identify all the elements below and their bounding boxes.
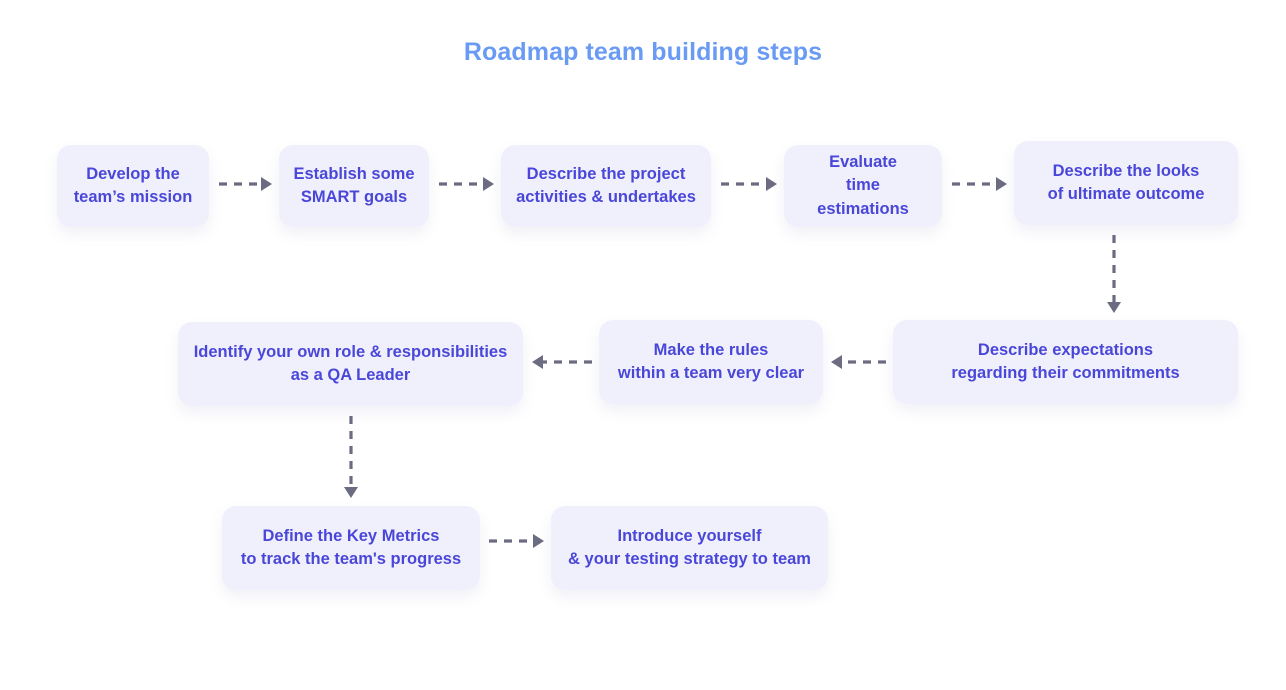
flow-node-line: Establish some — [293, 164, 415, 183]
connector-n9-to-n10 — [489, 534, 544, 548]
arrowhead-icon — [532, 355, 543, 369]
flow-node-n1[interactable]: Develop the team’s mission — [57, 145, 209, 227]
arrowhead-icon — [344, 487, 358, 498]
flow-node-line: to track the team's progress — [240, 550, 462, 568]
connector-n6-to-n7 — [831, 355, 886, 369]
flow-node-line: Evaluate — [829, 152, 897, 171]
arrowhead-icon — [261, 177, 272, 191]
arrowhead-icon — [766, 177, 777, 191]
flow-node-line: time estimations — [817, 176, 909, 218]
flow-node-line: as a QA Leader — [290, 366, 411, 384]
flow-node-label: Make the rules within a team very clear — [618, 339, 804, 386]
flow-node-line: regarding their commitments — [951, 364, 1180, 382]
connector-n5-to-n6 — [1107, 235, 1121, 313]
arrowhead-icon — [996, 177, 1007, 191]
flow-node-line: Make the rules — [653, 340, 769, 359]
flow-node-line: Develop the — [86, 164, 180, 183]
arrowhead-icon — [831, 355, 842, 369]
flow-node-line: within a team very clear — [617, 364, 805, 382]
connector-n7-to-n8 — [532, 355, 592, 369]
flow-node-line: & your testing strategy to team — [568, 550, 811, 568]
flow-node-label: Evaluate time estimations — [798, 151, 928, 221]
flow-node-n7[interactable]: Make the rules within a team very clear — [599, 320, 823, 404]
flow-node-n9[interactable]: Define the Key Metrics to track the team'… — [222, 506, 480, 590]
connector-n2-to-n3 — [439, 177, 494, 191]
arrowhead-icon — [1107, 302, 1121, 313]
connector-n4-to-n5 — [952, 177, 1007, 191]
flow-node-n10[interactable]: Introduce yourself & your testing strateg… — [551, 506, 828, 590]
flow-node-line: team’s mission — [73, 188, 193, 206]
flow-node-line: SMART goals — [300, 188, 408, 206]
flow-node-line: Describe the project — [526, 164, 686, 183]
flow-node-label: Describe the looks of ultimate outcome — [1048, 160, 1205, 207]
flow-node-label: Describe the project activities & underta… — [516, 163, 696, 210]
page-title: Roadmap team building steps — [463, 38, 823, 66]
connector-n8-to-n9 — [344, 416, 358, 498]
flow-node-n4[interactable]: Evaluate time estimations — [784, 145, 942, 227]
flow-node-label: Define the Key Metrics to track the team'… — [241, 525, 461, 572]
flow-node-label: Introduce yourself & your testing strateg… — [568, 525, 811, 572]
arrowhead-icon — [483, 177, 494, 191]
flow-node-n8[interactable]: Identify your own role & responsibilitie… — [178, 322, 523, 406]
connector-n3-to-n4 — [721, 177, 777, 191]
flow-node-line: Identify your own role & responsibilitie… — [193, 342, 508, 361]
connector-n1-to-n2 — [219, 177, 272, 191]
flow-node-n6[interactable]: Describe expectations regarding their com… — [893, 320, 1238, 404]
flow-node-label: Describe expectations regarding their com… — [951, 339, 1179, 386]
flow-node-label: Develop the team’s mission — [74, 163, 193, 210]
flow-node-line: activities & undertakes — [516, 188, 696, 206]
flow-node-line: of ultimate outcome — [1047, 185, 1205, 203]
flow-node-n3[interactable]: Describe the project activities & underta… — [501, 145, 711, 227]
flow-node-line: Describe the looks — [1052, 161, 1200, 180]
flow-node-label: Identify your own role & responsibilitie… — [194, 341, 508, 388]
flow-node-line: Define the Key Metrics — [262, 526, 440, 545]
arrowhead-icon — [533, 534, 544, 548]
flow-node-line: Introduce yourself — [617, 526, 762, 545]
flow-node-line: Describe expectations — [977, 340, 1154, 359]
flow-node-n5[interactable]: Describe the looks of ultimate outcome — [1014, 141, 1238, 225]
